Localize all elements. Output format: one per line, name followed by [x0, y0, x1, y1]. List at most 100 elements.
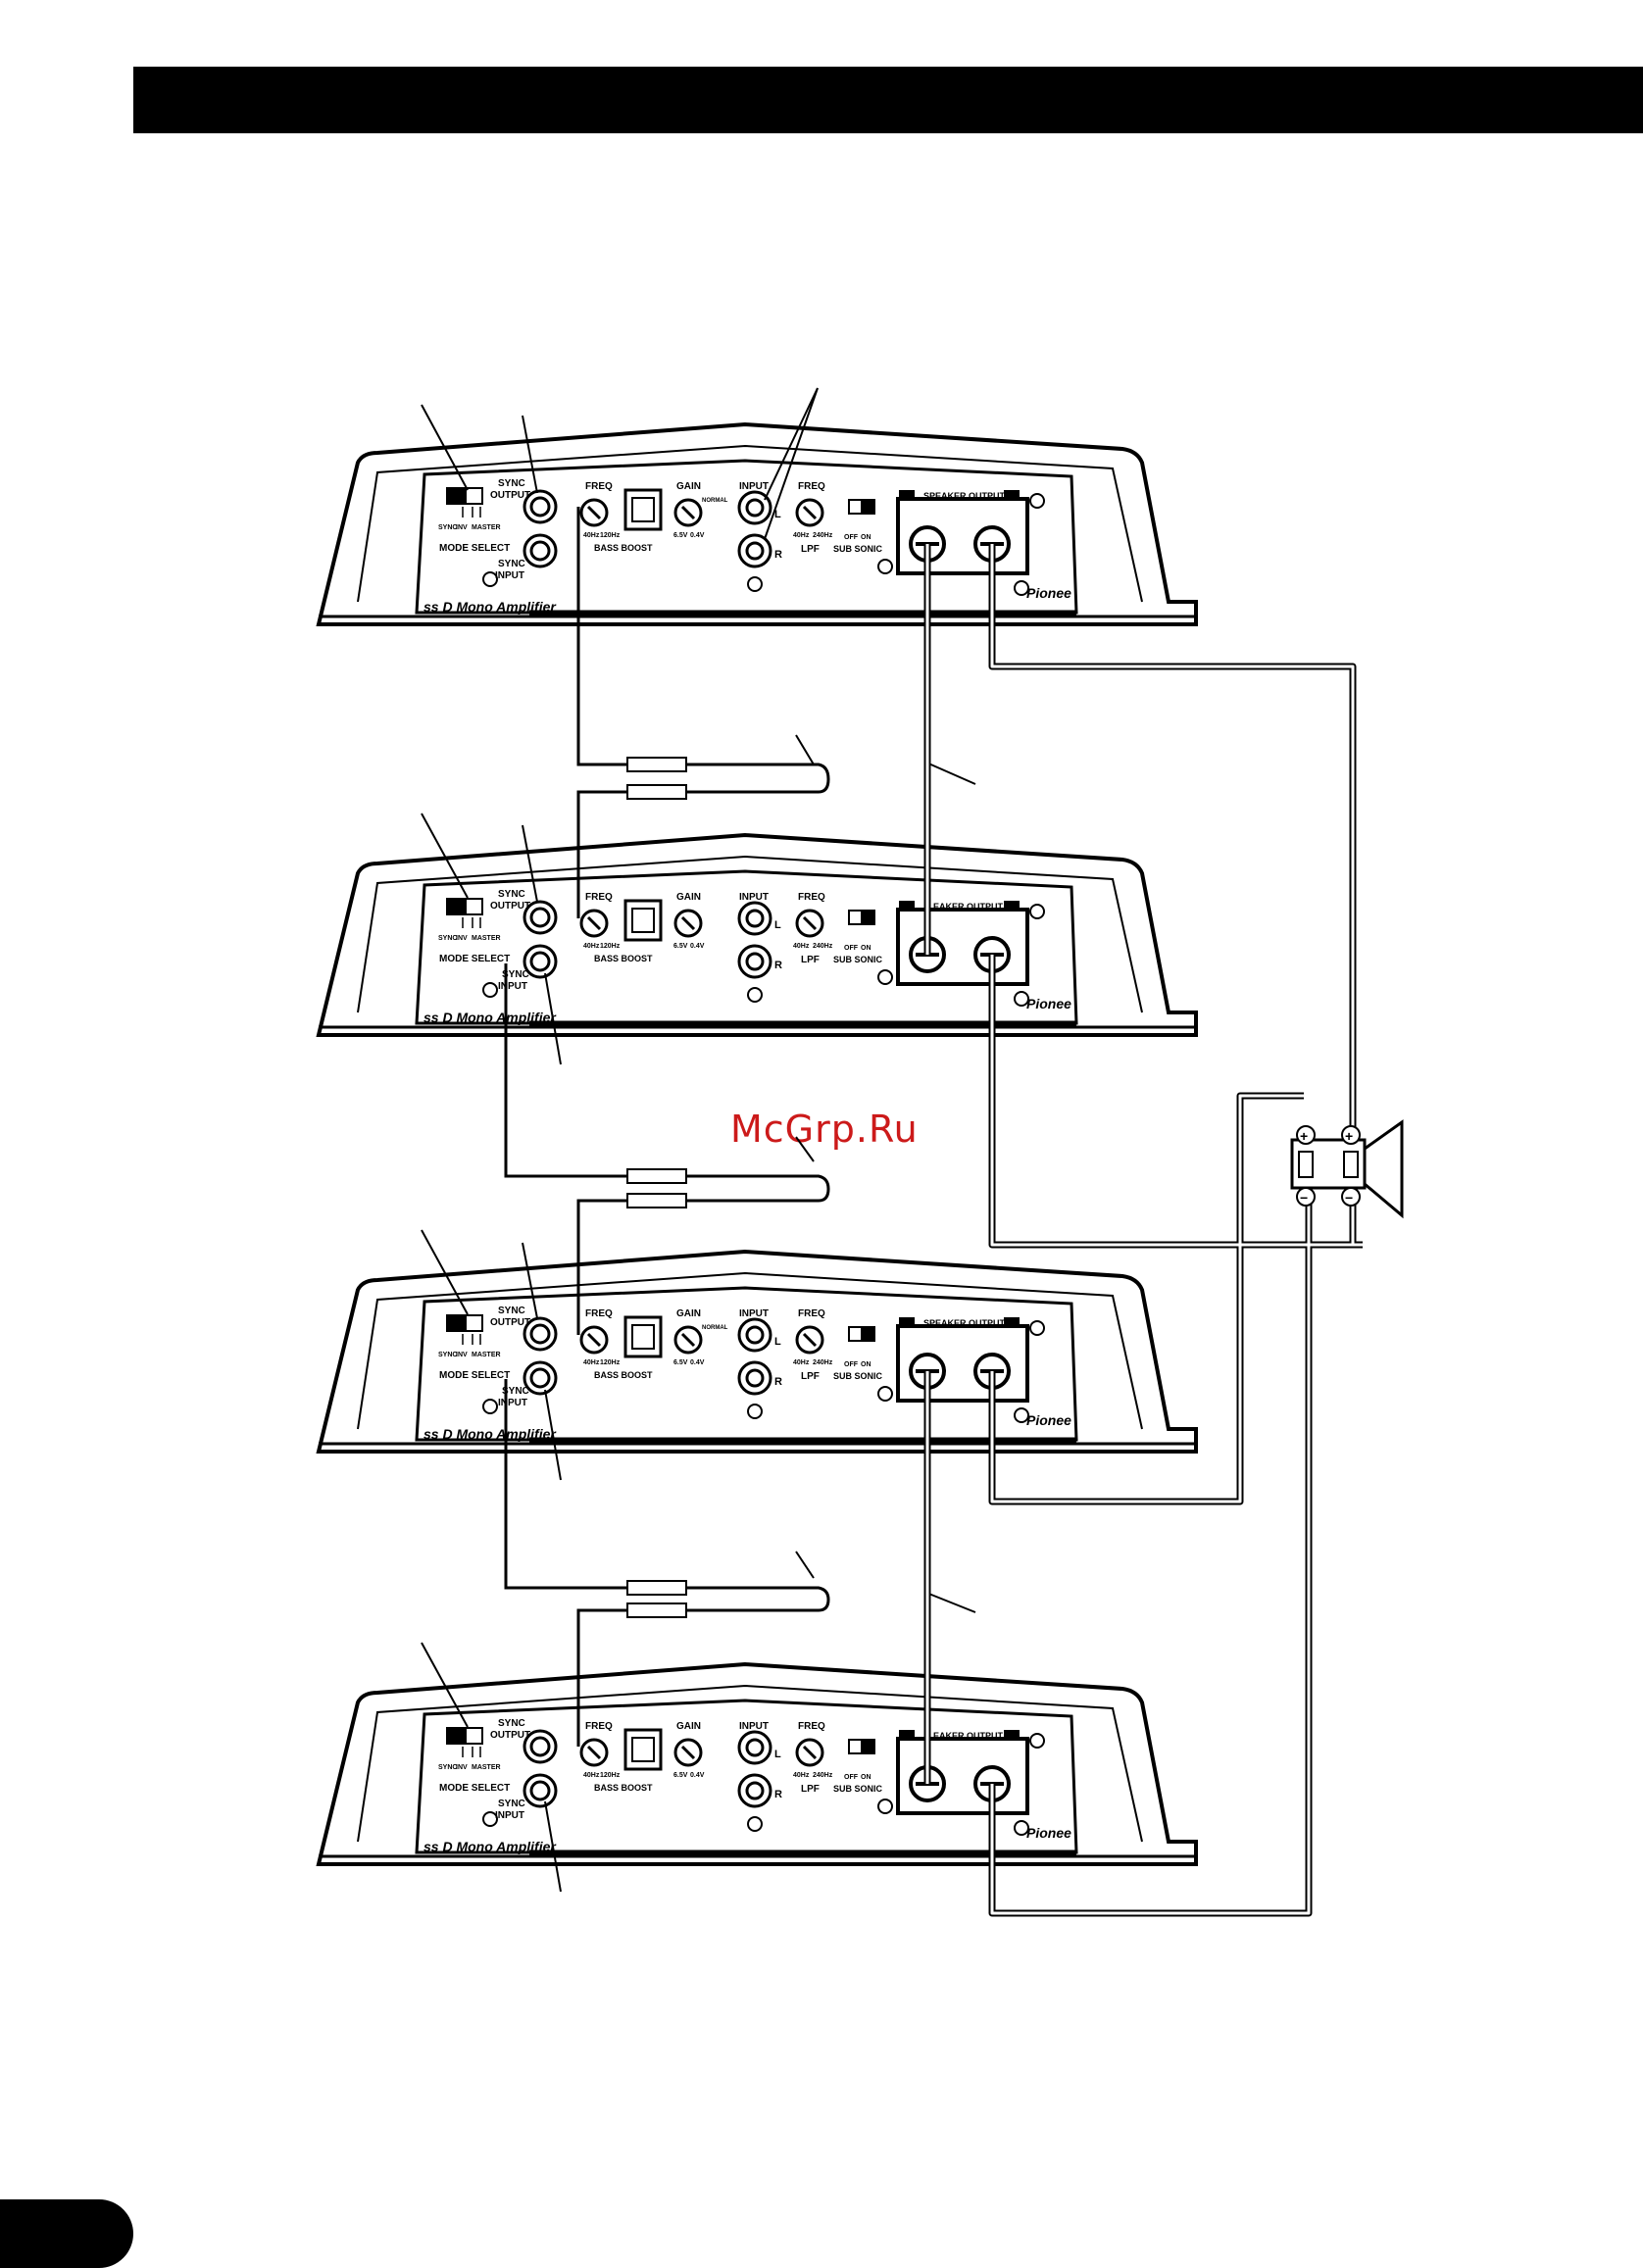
input-l: L — [774, 919, 781, 931]
freq-scale-high: 120Hz — [600, 943, 621, 950]
lpf-scale-high: 240Hz — [813, 943, 833, 950]
callout-lines — [421, 387, 976, 1893]
gain-scale-low: 6.5V — [673, 1359, 688, 1366]
input-l: L — [774, 1749, 781, 1760]
mode-option-sync: SYNC — [438, 935, 457, 942]
speaker-output-label: EAKER OUTPUT — [933, 1731, 1004, 1741]
freq-scale-high: 120Hz — [600, 532, 621, 539]
speaker-plus-right: + — [1345, 1128, 1353, 1144]
freq-scale-low: 40Hz — [583, 1359, 600, 1366]
sync-input-label-1: SYNC — [498, 1799, 525, 1809]
input-label: INPUT — [739, 1308, 769, 1319]
freq-label: FREQ — [585, 1721, 613, 1732]
sync-input-label-2: INPUT — [495, 1810, 524, 1821]
sync-input-label-2: INPUT — [498, 981, 527, 992]
mode-option-sync: SYNC — [438, 1764, 457, 1771]
bass-boost-label: BASS BOOST — [594, 1370, 653, 1380]
speaker-minus-left: − — [1300, 1190, 1308, 1206]
freq-scale-low: 40Hz — [583, 1772, 600, 1779]
rca-plugs — [626, 757, 687, 1618]
sync-output-label-2: OUTPUT — [490, 1730, 530, 1741]
subsonic-on: ON — [861, 945, 871, 952]
input-r: R — [774, 1376, 782, 1388]
mode-option-inv: INV — [456, 1764, 468, 1771]
sync-input-label-2: INPUT — [498, 1398, 527, 1408]
gain-label: GAIN — [676, 892, 701, 903]
sync-input-label-2: INPUT — [495, 570, 524, 581]
brand-logo: Pionee — [1026, 1825, 1071, 1841]
subsonic-label: SUB SONIC — [833, 544, 883, 554]
input-r: R — [774, 960, 782, 971]
gain-scale-low: 6.5V — [673, 943, 688, 950]
input-label: INPUT — [739, 1721, 769, 1732]
input-r: R — [774, 549, 782, 561]
freq-scale-high: 120Hz — [600, 1772, 621, 1779]
lpf-label: LPF — [801, 955, 820, 965]
amplifier-2-text: SYNC OUTPUT SYNC INPUT SYNC INV MASTER M… — [423, 889, 1071, 1025]
subsonic-label: SUB SONIC — [833, 1371, 883, 1381]
mode-select-label: MODE SELECT — [439, 543, 510, 554]
input-label: INPUT — [739, 481, 769, 492]
brand-logo: Pionee — [1026, 585, 1071, 601]
speaker-wires-inner — [925, 544, 1363, 1915]
gain-scale-low: 6.5V — [673, 1772, 688, 1779]
mode-option-master: MASTER — [472, 1352, 501, 1358]
lpf-scale-high: 240Hz — [813, 1772, 833, 1779]
lpf-freq-label: FREQ — [798, 481, 825, 492]
sync-input-label-1: SYNC — [498, 559, 525, 569]
header-bar — [133, 67, 1643, 133]
input-r: R — [774, 1789, 782, 1800]
model-text: ss D Mono Amplifier — [423, 1426, 557, 1442]
sync-output-label-1: SYNC — [498, 478, 525, 489]
freq-label: FREQ — [585, 892, 613, 903]
amplifier-4-text: SYNC OUTPUT SYNC INPUT SYNC INV MASTER M… — [423, 1718, 1071, 1854]
model-text: ss D Mono Amplifier — [423, 599, 557, 615]
freq-label: FREQ — [585, 481, 613, 492]
lpf-scale-low: 40Hz — [793, 532, 810, 539]
mode-select-label: MODE SELECT — [439, 1783, 510, 1794]
model-text: ss D Mono Amplifier — [423, 1839, 557, 1854]
lpf-label: LPF — [801, 1371, 820, 1382]
bass-boost-label: BASS BOOST — [594, 543, 653, 553]
lpf-scale-low: 40Hz — [793, 1772, 810, 1779]
model-text: ss D Mono Amplifier — [423, 1010, 557, 1025]
watermark: McGrp.Ru — [730, 1108, 919, 1151]
speaker-minus-right: − — [1345, 1190, 1353, 1206]
sync-output-label-1: SYNC — [498, 1718, 525, 1729]
mode-option-inv: INV — [456, 935, 468, 942]
sync-output-label-2: OUTPUT — [490, 901, 530, 912]
lpf-freq-label: FREQ — [798, 1308, 825, 1319]
brand-logo: Pionee — [1026, 1412, 1071, 1428]
mode-option-inv: INV — [456, 1352, 468, 1358]
gain-scale-high: 0.4V — [690, 532, 705, 539]
speaker-icon — [1290, 1119, 1404, 1219]
gain-normal: NORMAL — [702, 1325, 728, 1331]
subsonic-on: ON — [861, 1361, 871, 1368]
mode-select-label: MODE SELECT — [439, 954, 510, 964]
sync-output-label-2: OUTPUT — [490, 490, 530, 501]
gain-scale-high: 0.4V — [690, 1772, 705, 1779]
mode-option-master: MASTER — [472, 1764, 501, 1771]
gain-label: GAIN — [676, 1308, 701, 1319]
subsonic-label: SUB SONIC — [833, 1784, 883, 1794]
lpf-label: LPF — [801, 544, 820, 555]
freq-scale-high: 120Hz — [600, 1359, 621, 1366]
freq-scale-low: 40Hz — [583, 532, 600, 539]
lpf-freq-label: FREQ — [798, 892, 825, 903]
gain-label: GAIN — [676, 1721, 701, 1732]
mode-select-label: MODE SELECT — [439, 1370, 510, 1381]
gain-normal: NORMAL — [702, 498, 728, 504]
speaker-output-label: EAKER OUTPUT — [933, 902, 1004, 912]
subsonic-on: ON — [861, 534, 871, 541]
lpf-scale-low: 40Hz — [793, 1359, 810, 1366]
amplifier-3-text: SYNC OUTPUT SYNC INPUT SYNC INV MASTER M… — [423, 1306, 1071, 1442]
speaker-plus-left: + — [1300, 1128, 1308, 1144]
subsonic-off: OFF — [844, 945, 859, 952]
bass-boost-label: BASS BOOST — [594, 1783, 653, 1793]
subsonic-off: OFF — [844, 1361, 859, 1368]
bass-boost-label: BASS BOOST — [594, 954, 653, 963]
mode-option-master: MASTER — [472, 935, 501, 942]
lpf-scale-low: 40Hz — [793, 943, 810, 950]
subsonic-on: ON — [861, 1774, 871, 1781]
